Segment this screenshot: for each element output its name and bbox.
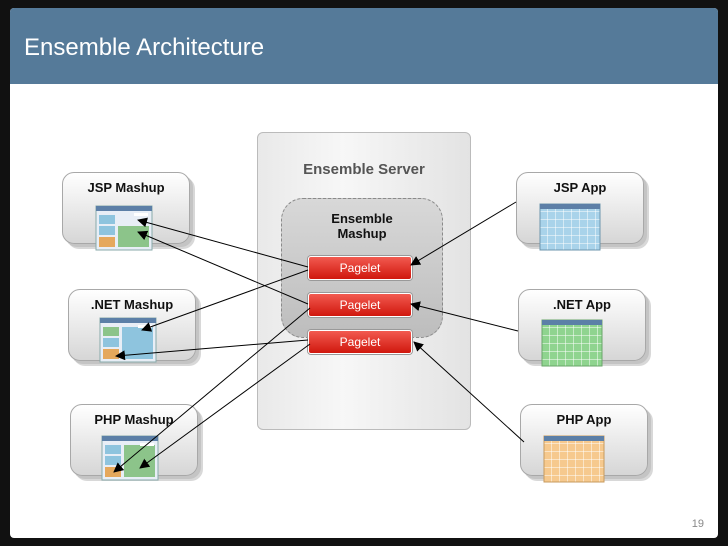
net-app-grid-icon [541, 319, 603, 367]
diagram-graphics [95, 201, 605, 483]
ensemble-server-label: Ensemble Server [303, 161, 425, 178]
net-mashup-page-icon [99, 317, 157, 363]
ensemble-mashup-label: Ensemble Mashup [282, 211, 442, 241]
connector-pagelet-2-to-php-mashup [113, 307, 311, 473]
php-app-label: PHP App [556, 412, 612, 427]
connector-pagelet-3-to-php-mashup [139, 343, 311, 469]
pagelet-3: Pagelet [308, 330, 412, 354]
connector-jsp-app-to-pagelet-1 [410, 201, 517, 266]
ensemble-mashup-label-line2: Mashup [337, 226, 387, 241]
php-mashup-page-icon [101, 435, 159, 481]
connector-pagelet-1-to-jsp-mashup [137, 217, 309, 268]
net-mashup-label: .NET Mashup [90, 297, 174, 312]
connector-php-app-to-pagelet-3 [413, 341, 525, 443]
page-number: 19 [691, 518, 704, 530]
pagelet-1: Pagelet [308, 256, 412, 280]
connector-net-app-to-pagelet-2 [410, 301, 519, 332]
ensemble-mashup-label-line1: Ensemble [331, 211, 393, 226]
php-app-grid-icon [543, 435, 605, 483]
jsp-mashup-label: JSP Mashup [87, 180, 165, 195]
jsp-app-grid-icon [539, 203, 601, 251]
connector-pagelet-3-to-net-mashup [115, 339, 309, 361]
connector-pagelet-2-to-jsp-mashup [137, 230, 309, 305]
connector-pagelet-1-to-net-mashup [141, 269, 309, 332]
net-app-label: .NET App [552, 297, 611, 312]
title-bar: Ensemble Architecture [10, 8, 718, 84]
slide-title: Ensemble Architecture [24, 34, 265, 61]
pagelet-2: Pagelet [308, 293, 412, 317]
jsp-mashup-page-icon [95, 205, 153, 251]
slide: Ensemble Architecture Ensemble Server En… [10, 8, 718, 538]
jsp-app-label: JSP App [553, 180, 607, 195]
php-mashup-label: PHP Mashup [94, 412, 174, 427]
